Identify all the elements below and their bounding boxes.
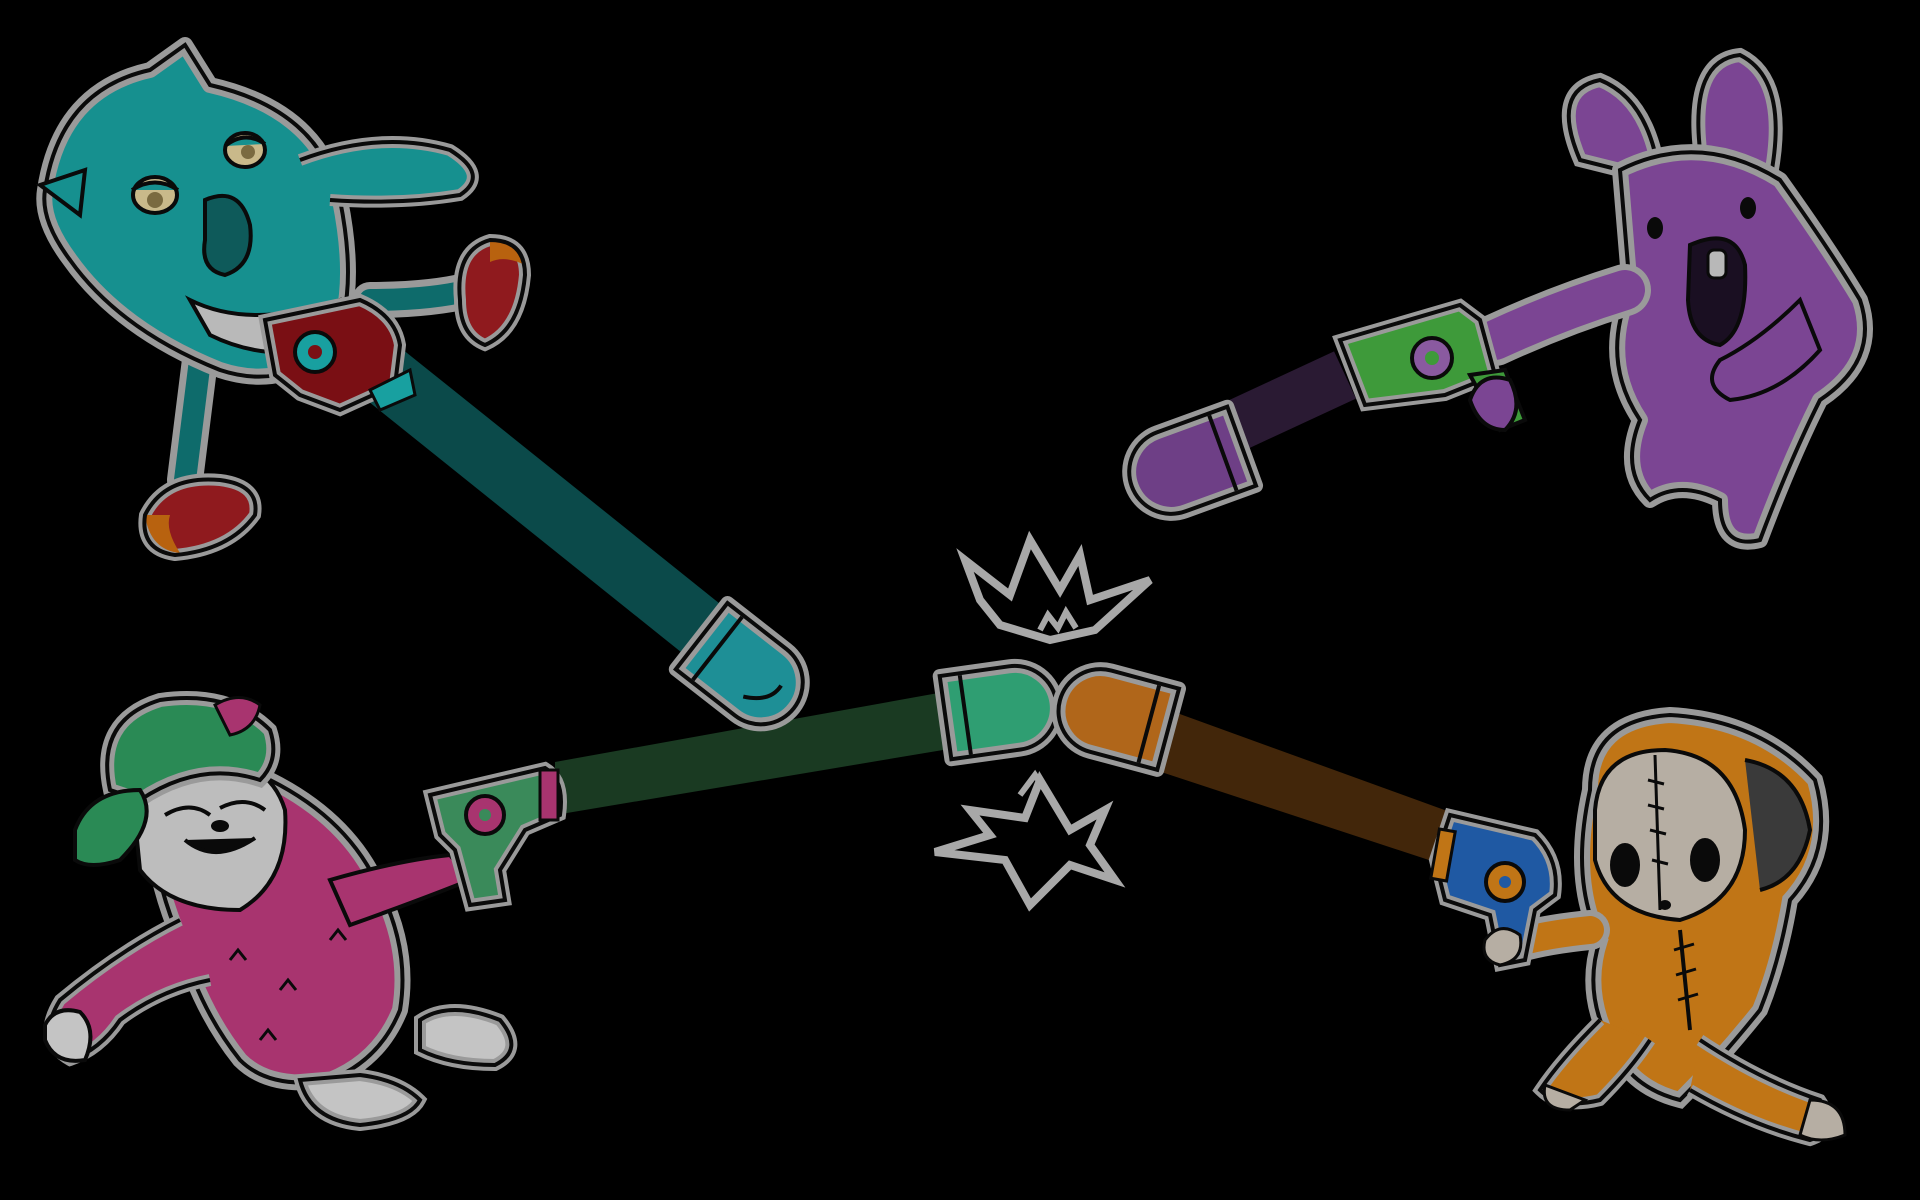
teal-bullet — [668, 596, 810, 732]
purple-rabbit-character — [1332, 47, 1873, 550]
pink-yeti-blaster — [422, 761, 567, 912]
teal-blob-shoe-left — [138, 473, 262, 562]
green-bullet — [932, 658, 1064, 767]
clash-spark-top — [956, 530, 1153, 645]
orange-stitch-kid-character — [1428, 706, 1847, 1147]
teal-blob-eyes — [130, 131, 267, 215]
orange-beam — [1140, 705, 1450, 862]
orange-stitch-kid-mask — [1593, 747, 1748, 923]
pink-yeti-mouth — [183, 836, 257, 854]
teal-blob-shoe-right — [453, 233, 532, 352]
orange-bullet — [1051, 662, 1186, 777]
headphones-icon — [1744, 758, 1813, 892]
teal-beam — [365, 350, 748, 675]
pink-yeti-character — [43, 691, 567, 1132]
clash-spark-bottom — [933, 769, 1126, 912]
purple-rabbit-mouth — [1685, 236, 1748, 348]
purple-rabbit-eyes — [1647, 197, 1756, 239]
teal-blob-mouth — [202, 194, 253, 278]
pink-yeti-cap — [73, 691, 281, 867]
teal-blob-blaster — [258, 293, 417, 417]
purple-bullet — [1122, 399, 1264, 521]
teal-blob-character — [35, 37, 532, 562]
green-beam — [555, 690, 955, 815]
